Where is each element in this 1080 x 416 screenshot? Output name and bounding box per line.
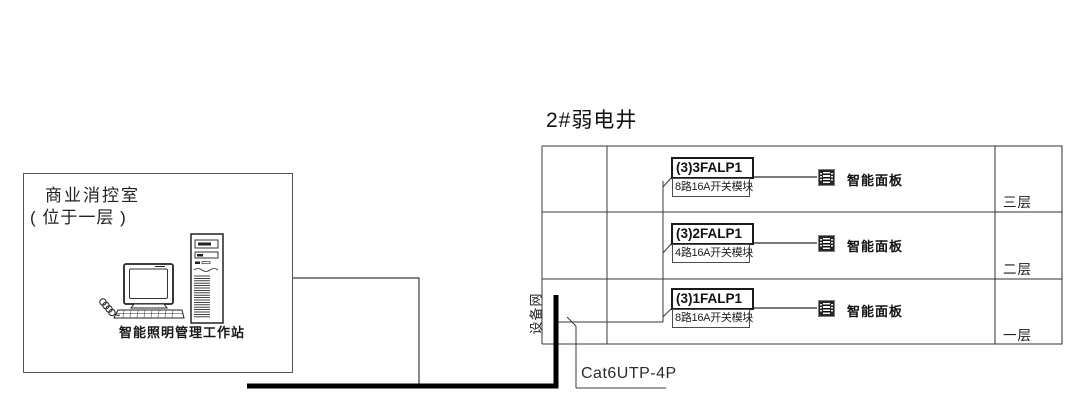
keyboard-icon (113, 309, 185, 319)
computer-workstation-icon (99, 233, 224, 324)
panel-slots (823, 303, 830, 314)
panel-label-1f: 智能面板 (847, 304, 904, 319)
panel-slots (823, 172, 830, 183)
panel-dots (831, 304, 833, 313)
module-title-3f: (3)3FALP1 (671, 157, 754, 179)
module-subtitle-1f: 8路16A开关模块 (672, 309, 753, 328)
device-network-label: 设备网 (528, 292, 544, 335)
panel-dots (820, 173, 822, 182)
floor-label-1f: 一层 (1003, 328, 1032, 343)
module-subtitle-3f: 8路16A开关模块 (672, 178, 753, 197)
module-box-2f: (3)2FALP1 4路16A开关模块 (671, 223, 754, 263)
module-bus-riser (557, 176, 673, 323)
panel-slots (823, 238, 830, 249)
panel-dots (831, 173, 833, 182)
module-box-1f: (3)1FALP1 8路16A开关模块 (671, 288, 754, 328)
control-room-name: 商业消控室 (45, 186, 140, 205)
monitor-icon (123, 263, 174, 309)
control-room-box: 商业消控室 ( 位于一层 ) (23, 173, 293, 373)
smart-panel-icon (818, 169, 835, 186)
cable-type-label: Cat6UTP-4P (581, 365, 677, 382)
panel-label-2f: 智能面板 (847, 239, 904, 254)
panel-dots (820, 304, 822, 313)
shaft-grid (541, 145, 1062, 345)
coiled-cable-icon (99, 298, 121, 317)
module-title-2f: (3)2FALP1 (671, 223, 754, 245)
module-title-1f: (3)1FALP1 (671, 288, 754, 310)
workstation-label: 智能照明管理工作站 (119, 325, 246, 340)
smart-panel-icon (818, 235, 835, 252)
smart-panel-icon (818, 300, 835, 317)
shaft-title: 2#弱电井 (546, 109, 638, 132)
floor-column-grid (994, 145, 1063, 345)
panel-dots (831, 239, 833, 248)
panel-dots (820, 239, 822, 248)
module-subtitle-2f: 4路16A开关模块 (672, 244, 753, 263)
cable-label-leader (566, 316, 666, 389)
control-room-location: ( 位于一层 ) (30, 208, 127, 227)
module-box-3f: (3)3FALP1 8路16A开关模块 (671, 157, 754, 197)
floor-label-2f: 二层 (1003, 262, 1032, 277)
panel-label-3f: 智能面板 (847, 173, 904, 188)
floor-label-3f: 三层 (1003, 195, 1032, 210)
module-panel-links (754, 176, 817, 309)
device-network-trunk-cable (247, 295, 559, 389)
tower-icon (190, 233, 224, 324)
